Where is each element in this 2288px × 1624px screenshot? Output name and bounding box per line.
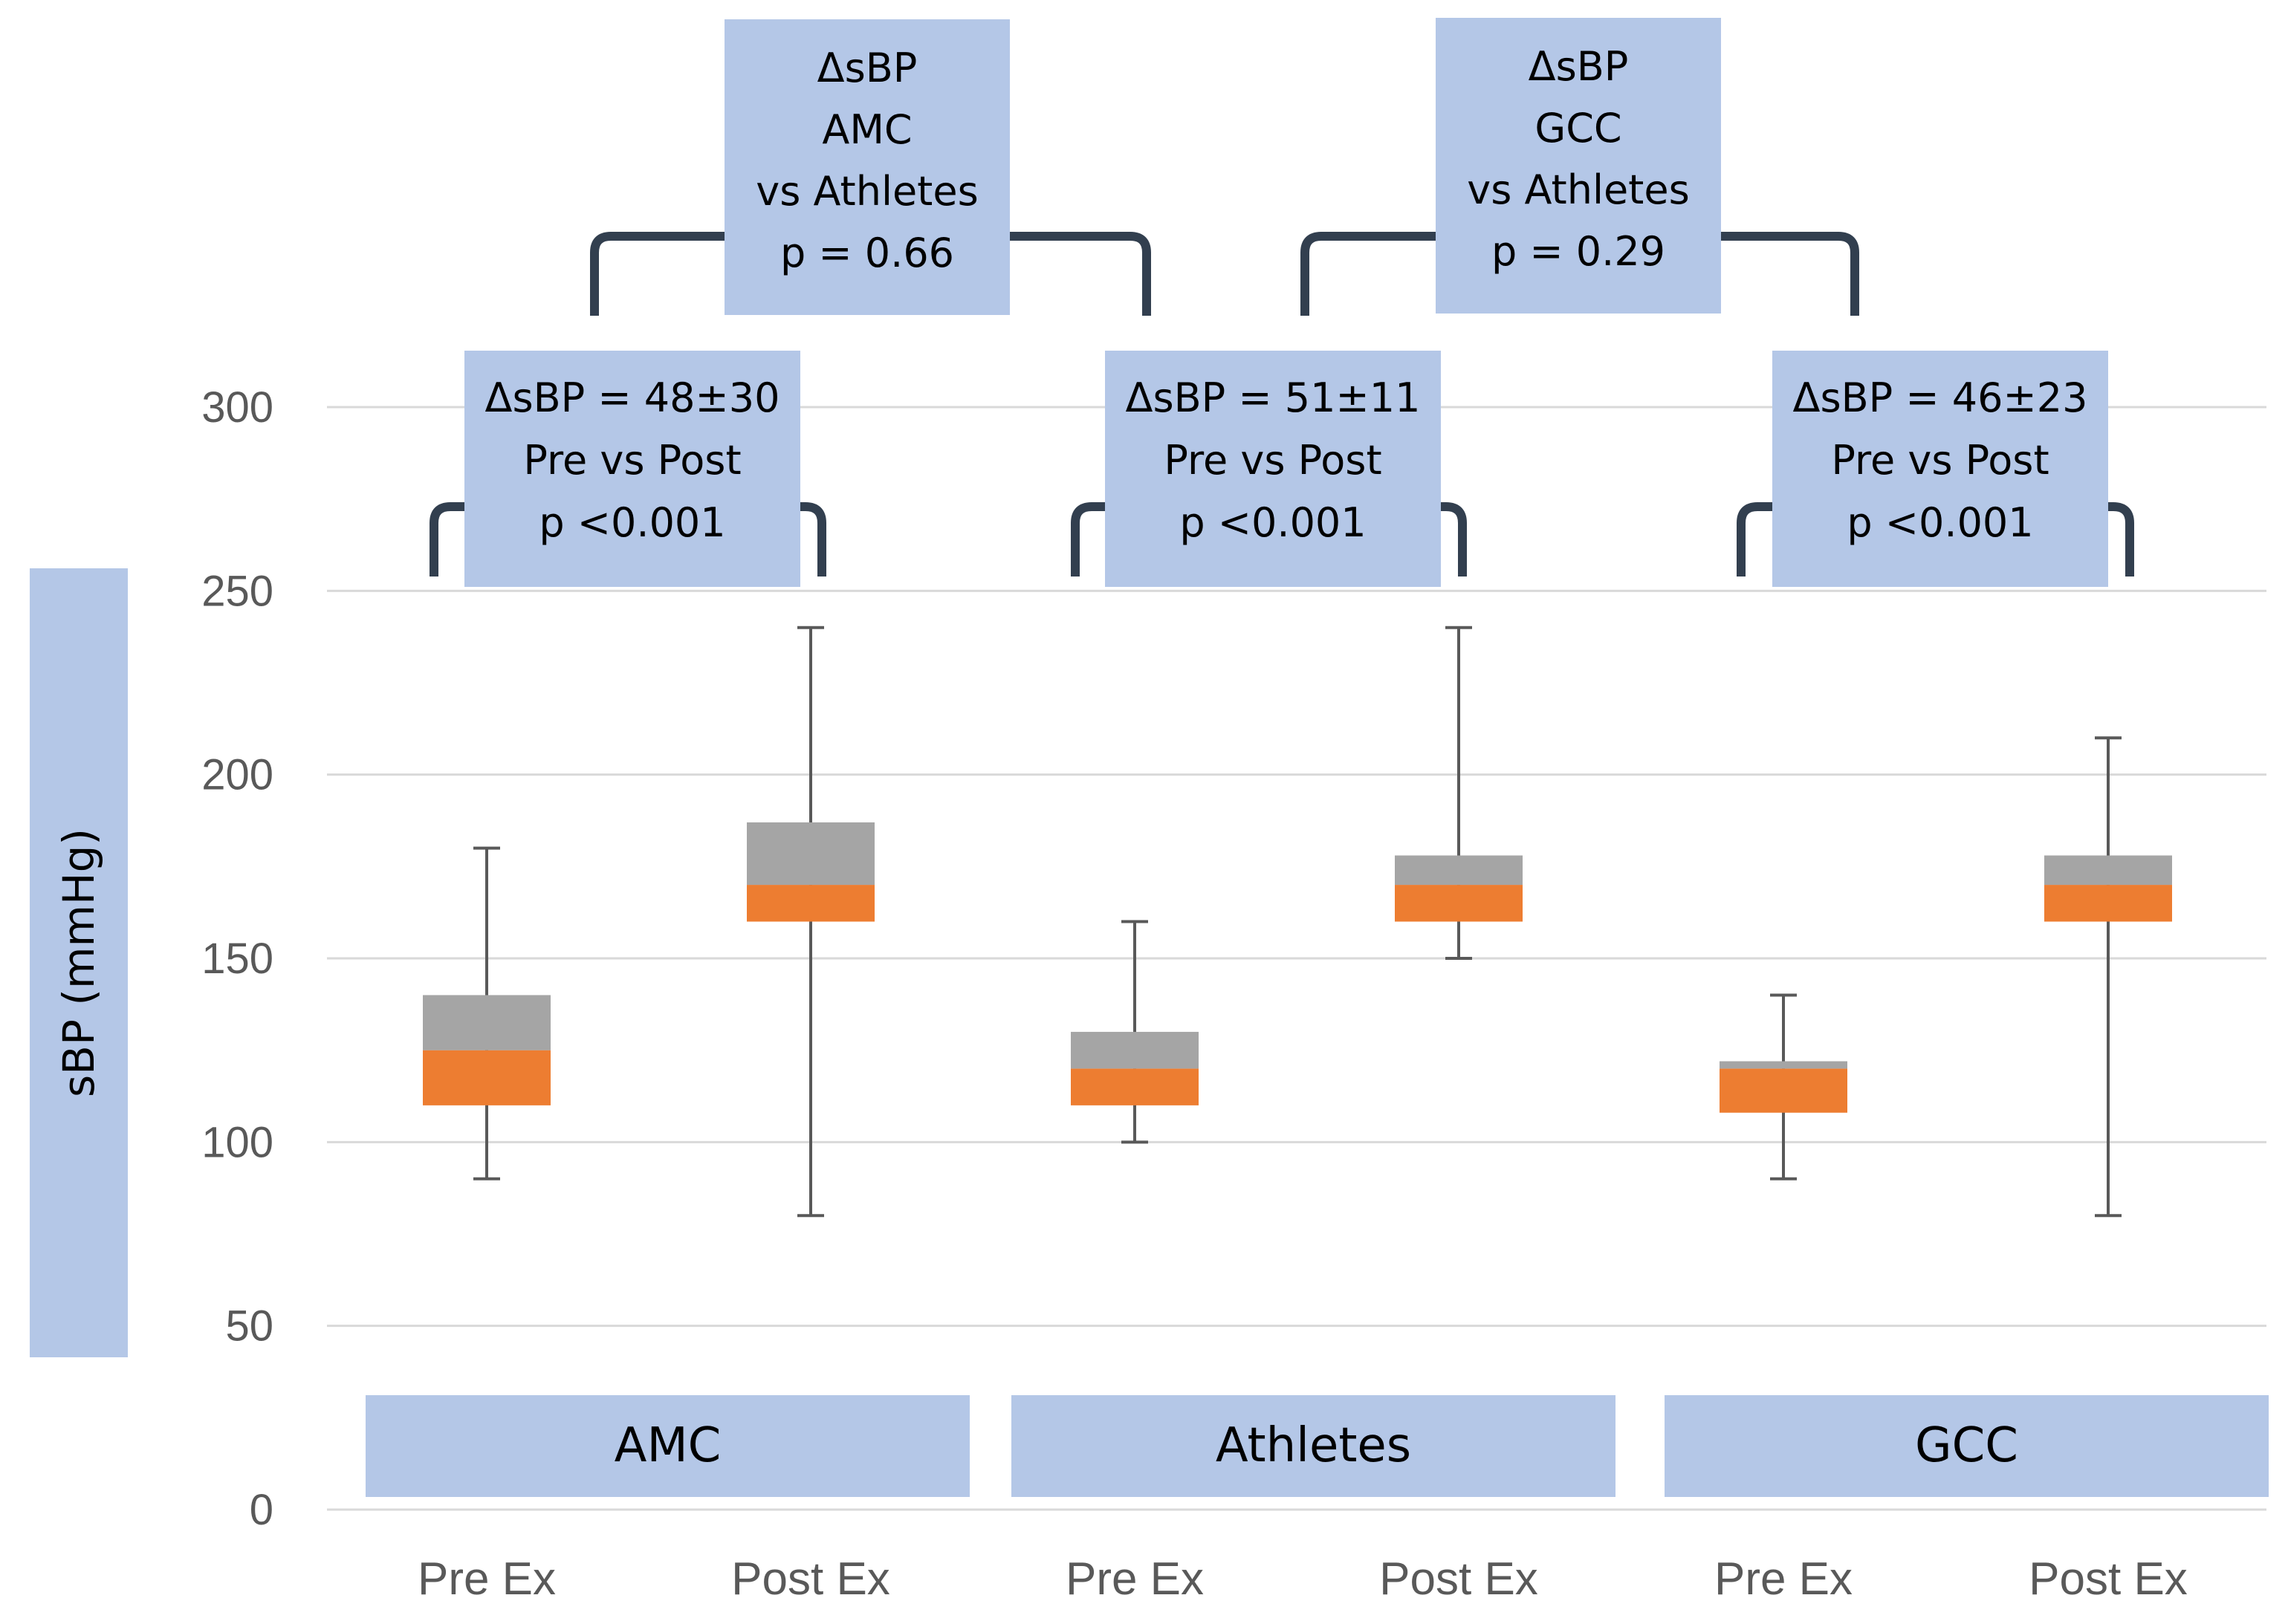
box-plots [423, 626, 2172, 1218]
box-plot [1071, 920, 1199, 1144]
y-tick-label: 250 [201, 567, 273, 615]
box-plot [2044, 736, 2172, 1218]
group-label: GCC [1915, 1418, 2018, 1473]
x-category-label: Post Ex [1379, 1553, 1538, 1605]
between-annotation-line: ΔsBP [817, 45, 918, 91]
box-upper-segment [1071, 1031, 1199, 1069]
box-lower-segment [747, 885, 875, 922]
group-label: AMC [615, 1418, 722, 1473]
y-axis-tick-labels: 0 50 100 150 200 250 300 [201, 383, 273, 1534]
x-category-label: Pre Ex [1066, 1553, 1204, 1605]
within-annotation-line: p <0.001 [539, 499, 725, 546]
y-tick-label: 150 [201, 935, 273, 983]
y-axis-label-group: sBP (mmHg) [30, 568, 128, 1357]
box-lower-segment [2044, 885, 2172, 922]
box-lower-segment [1071, 1068, 1199, 1105]
within-annotation-line: ΔsBP = 51±11 [1126, 374, 1421, 421]
y-tick-label: 100 [201, 1118, 273, 1166]
between-annotation-line: vs Athletes [1467, 166, 1689, 213]
x-category-label: Pre Ex [1714, 1553, 1853, 1605]
group-label-box [1665, 1395, 2269, 1497]
group-labels: AMC Athletes GCC [366, 1395, 2269, 1497]
group-label-box [366, 1395, 970, 1497]
y-tick-label: 300 [201, 383, 273, 432]
group-label: Athletes [1216, 1418, 1411, 1473]
x-category-label: Post Ex [2029, 1553, 2188, 1605]
within-annotation-line: ΔsBP = 46±23 [1793, 374, 2088, 421]
box-plot [747, 626, 875, 1218]
box-upper-segment [2044, 855, 2172, 886]
box-lower-segment [1395, 885, 1523, 922]
box-lower-segment [1720, 1068, 1847, 1113]
within-annotation-line: p <0.001 [1179, 499, 1366, 546]
within-annotation-line: Pre vs Post [1831, 437, 2049, 484]
box-upper-segment [423, 995, 551, 1050]
group-label-box [1011, 1395, 1615, 1497]
box-plot [1720, 993, 1847, 1180]
between-annotation-line: vs Athletes [756, 168, 978, 215]
box-upper-segment [1720, 1061, 1847, 1069]
between-annotation-line: p = 0.66 [780, 230, 954, 276]
within-annotation-box [1105, 351, 1441, 587]
box-upper-segment [747, 822, 875, 886]
y-tick-label: 0 [250, 1486, 273, 1534]
y-tick-label: 200 [201, 751, 273, 799]
y-axis-label: sBP (mmHg) [54, 828, 104, 1097]
between-annotation-box [1436, 18, 1721, 314]
between-annotation-line: p = 0.29 [1491, 228, 1665, 275]
between-annotation-line: GCC [1534, 105, 1621, 152]
within-annotation-line: p <0.001 [1847, 499, 2033, 546]
x-category-label: Pre Ex [418, 1553, 556, 1605]
between-annotation-box [725, 19, 1010, 315]
between-annotation-line: AMC [822, 106, 912, 153]
between-annotation-line: ΔsBP [1529, 43, 1629, 90]
box-lower-segment [423, 1050, 551, 1105]
box-plot [1395, 626, 1523, 960]
within-annotation-line: ΔsBP = 48±30 [485, 374, 780, 421]
within-annotation-line: Pre vs Post [1164, 437, 1381, 484]
within-annotation-box [1772, 351, 2108, 587]
x-axis-category-labels: Pre Ex Post Ex Pre Ex Post Ex Pre Ex Post Ex [418, 1553, 2188, 1605]
y-tick-label: 50 [225, 1302, 273, 1351]
within-annotation-box [464, 351, 800, 587]
y-axis-label-box [30, 568, 128, 1357]
x-category-label: Post Ex [731, 1553, 890, 1605]
box-plot [423, 846, 551, 1180]
within-annotation-line: Pre vs Post [523, 437, 741, 484]
box-upper-segment [1395, 855, 1523, 886]
